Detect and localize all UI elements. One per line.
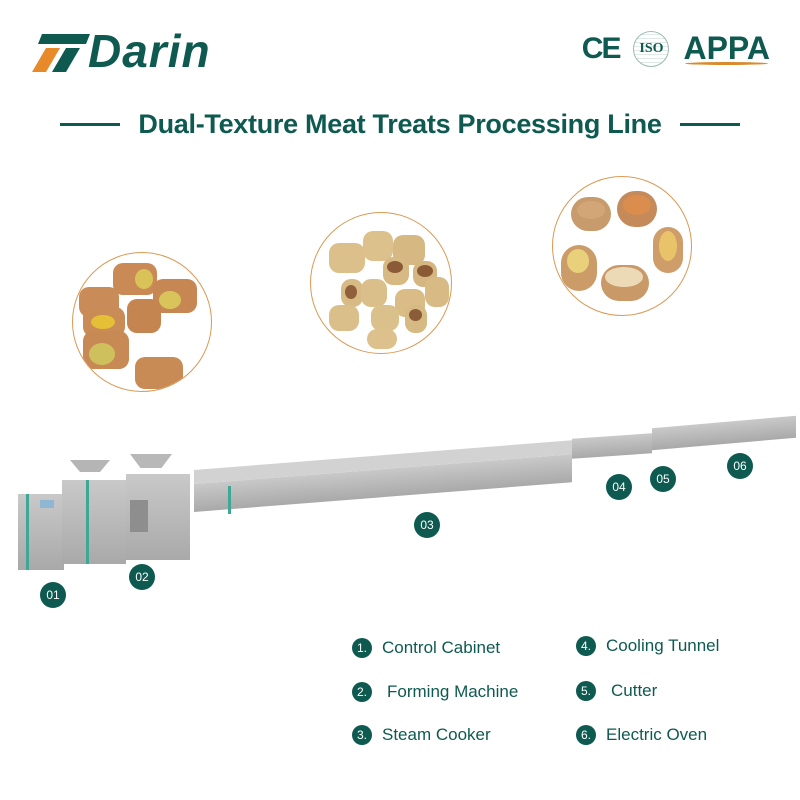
control-cabinet-illustration <box>18 494 64 570</box>
iso-label: ISO <box>639 40 664 56</box>
title-divider-right <box>679 122 740 126</box>
legend-label: Forming Machine <box>387 682 519 701</box>
logo-mark-icon <box>32 34 90 72</box>
product-image-oval-treats <box>552 176 692 316</box>
certification-logos: CE ISO APPA <box>582 30 770 67</box>
machine-badge-02: 02 <box>129 564 155 590</box>
legend-number: 6. <box>576 725 596 745</box>
machine-badge-04: 04 <box>606 474 632 500</box>
legend-label: Steam Cooker <box>382 725 491 744</box>
steam-cooker-illustration <box>194 434 572 514</box>
cooling-tunnel-illustration <box>572 430 652 470</box>
legend-number: 5. <box>576 681 596 701</box>
product-image-biscuit-treats <box>310 212 452 354</box>
legend-item-cutter: 5. Cutter <box>576 681 657 701</box>
legend-item-control-cabinet: 1. Control Cabinet <box>352 638 500 658</box>
electric-oven-illustration <box>652 410 796 454</box>
logo-text: Darin <box>88 25 211 77</box>
title-divider-left <box>60 122 121 126</box>
legend-number: 2. <box>352 682 372 702</box>
machine-badge-06: 06 <box>727 453 753 479</box>
legend-item-electric-oven: 6. Electric Oven <box>576 725 707 745</box>
machine-badge-01: 01 <box>40 582 66 608</box>
machine-badge-05: 05 <box>650 466 676 492</box>
legend-label: Cutter <box>611 681 658 700</box>
legend-label: Control Cabinet <box>382 638 501 657</box>
machine-badge-03: 03 <box>414 512 440 538</box>
darin-logo: Darin <box>30 25 210 77</box>
product-image-rolled-treats <box>72 252 212 392</box>
legend-label: Cooling Tunnel <box>606 636 720 655</box>
iso-globe-icon: ISO <box>633 30 670 67</box>
legend-item-steam-cooker: 3. Steam Cooker <box>352 725 491 745</box>
legend-item-forming-machine: 2. Forming Machine <box>352 682 518 702</box>
legend-label: Electric Oven <box>606 725 708 744</box>
ce-mark: CE <box>581 31 622 65</box>
appa-swoosh-icon <box>685 62 768 65</box>
legend-number: 4. <box>576 636 596 656</box>
title-row: Dual-Texture Meat Treats Processing Line <box>0 106 800 142</box>
appa-logo: APPA <box>683 30 770 67</box>
forming-machine-illustration <box>62 454 192 564</box>
appa-label: APPA <box>683 30 770 66</box>
page-title: Dual-Texture Meat Treats Processing Line <box>138 108 662 139</box>
legend-number: 1. <box>352 638 372 658</box>
legend-number: 3. <box>352 725 372 745</box>
legend-item-cooling-tunnel: 4. Cooling Tunnel <box>576 636 719 656</box>
